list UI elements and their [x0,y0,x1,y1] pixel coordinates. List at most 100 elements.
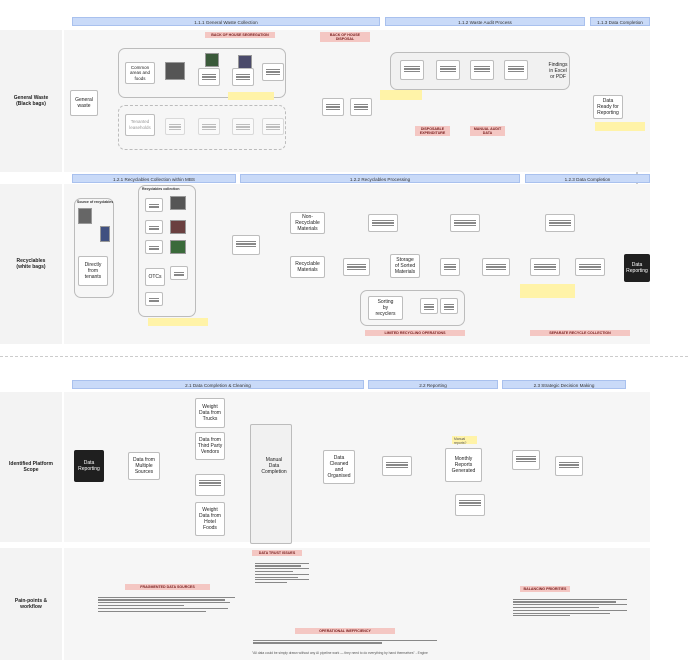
step [530,258,560,276]
lane-label-general-waste: General Waste (Black bags) [0,30,62,172]
weight-hotel-node[interactable]: Weight Data from Hotel Foods [195,502,225,536]
findings-node[interactable]: Findings in Excel or PDF [542,58,574,84]
common-areas-group [118,48,286,98]
lane-label-platform: Identified Platform Scope [0,392,62,542]
node-label: Monthly Reports Generated [451,455,476,475]
step [145,240,163,254]
header-reporting: 2.2 Reporting [368,380,498,389]
step [545,214,575,232]
step [382,456,412,476]
header-waste-audit: 1.1.2 Waste Audit Process [385,17,585,26]
pain-text [95,592,245,640]
photo [100,226,110,242]
lane-text: General Waste (Black bags) [13,94,49,108]
process-step [198,118,220,135]
node-label: Recyclable Materials [295,260,320,273]
data-multiple-node[interactable]: Data from Multiple Sources [128,452,160,480]
step [145,220,163,234]
header-general-waste-collection: 1.1.1 General Waste Collection [72,17,380,26]
lane-label-recyclables: Recyclables (white bags) [0,184,62,344]
sorting-node[interactable]: Sorting by recyclers [368,296,403,320]
process-step [232,68,254,86]
header-strategic: 2.3 Strategic Decision Making [502,380,626,389]
section-separator [0,356,688,357]
step [482,258,510,276]
recyclable-node[interactable]: Recyclable Materials [290,256,325,278]
manual-completion-node[interactable]: Manual Data Completion [258,448,290,484]
storage-node[interactable]: Storage of Sorted Materials [390,254,420,278]
node-label: Data Cleaned and Organised [327,454,351,480]
waste-photo [165,62,185,80]
pain-note: FRAGMENTED DATA SOURCES [125,584,210,590]
group-title: Recyclables collection [142,187,180,191]
header-data-completion-1: 1.1.3 Data Completion [590,17,650,26]
general-waste-node[interactable]: General waste [70,90,98,116]
tenant-group [118,105,286,150]
data-cleaned-node[interactable]: Data Cleaned and Organised [323,450,355,484]
photo [78,208,92,224]
monthly-reports-node[interactable]: Monthly Reports Generated [445,448,482,482]
header-recyclables-processing: 1.2.2 Recyclables Processing [240,174,520,183]
directly-from-tenants-node[interactable]: Directly from tenants [78,256,108,286]
header-data-cleaning: 2.1 Data Completion & Cleaning [72,380,364,389]
lane-label-pain-points: Pain-points & workflow [0,548,62,660]
pain-note: BACK OF HOUSE DISPOSAL [320,32,370,42]
process-step [322,98,344,116]
step [450,214,480,232]
weight-trucks-node[interactable]: Weight Data from Trucks [195,398,225,428]
step [420,298,438,314]
step [368,214,398,232]
pain-text [510,594,630,646]
process-step [198,68,220,86]
data-reporting-node-1[interactable]: Data Reporting [624,254,650,282]
step [440,298,458,314]
step [512,450,540,470]
pain-note: LIMITED RECYCLING OPERATIONS [365,330,465,336]
pain-text [252,558,312,620]
pain-text [250,635,440,649]
node-label: Directly from tenants [84,261,102,281]
waste-photo [238,55,252,69]
node-label: Data Reporting [78,459,100,472]
yellow-note [520,284,575,298]
pain-note: SEPARATE RECYCLE COLLECTION [530,330,630,336]
tenant-node[interactable]: Tenanted leaseholds [125,114,155,136]
recyclables-collection-group [138,185,196,317]
node-label: General waste [75,96,93,109]
node-label: Data from Multiple Sources [133,456,155,476]
common-areas-node[interactable]: Common areas and foods [125,62,155,84]
data-ready-node[interactable]: Data Ready for Reporting [593,95,623,119]
step [555,456,583,476]
third-party-node[interactable]: Data from Third Party Vendors [195,432,225,460]
header-data-completion-2: 1.2.3 Data Completion [525,174,650,183]
lane-background [64,392,650,542]
pain-note: OPERATIONAL INEFFICIENCY [295,628,395,634]
note-text: Manual reports? [454,437,467,446]
node-label: Non- Recyclable Materials [295,213,320,233]
step [145,198,163,212]
group-title: Source of recyclables [77,200,114,204]
node-label: Data Reporting [626,261,648,274]
step [440,258,460,276]
otcs-node[interactable]: OTCs [145,268,165,286]
process-step [262,118,284,135]
node-label: Storage of Sorted Materials [394,256,416,276]
data-reporting-node-2[interactable]: Data Reporting [74,450,104,482]
node-label: Data from Third Party Vendors [197,436,223,456]
node-label: Common areas and foods [129,64,150,81]
step [455,494,485,516]
step [232,235,260,255]
node-label: Weight Data from Trucks [199,403,221,423]
step [575,258,605,276]
operational-quote: "All data could be simply drawn without … [252,651,428,655]
yellow-note [148,318,208,326]
process-step [350,98,372,116]
lane-text: Pain-points & workflow [14,597,48,611]
process-step [232,118,254,135]
non-recyclable-node[interactable]: Non- Recyclable Materials [290,212,325,234]
lane-text: Identified Platform Scope [9,460,53,474]
process-step [262,63,284,81]
step [343,258,370,276]
step [170,266,188,280]
pain-note: DATA TRUST ISSUES [252,550,302,556]
